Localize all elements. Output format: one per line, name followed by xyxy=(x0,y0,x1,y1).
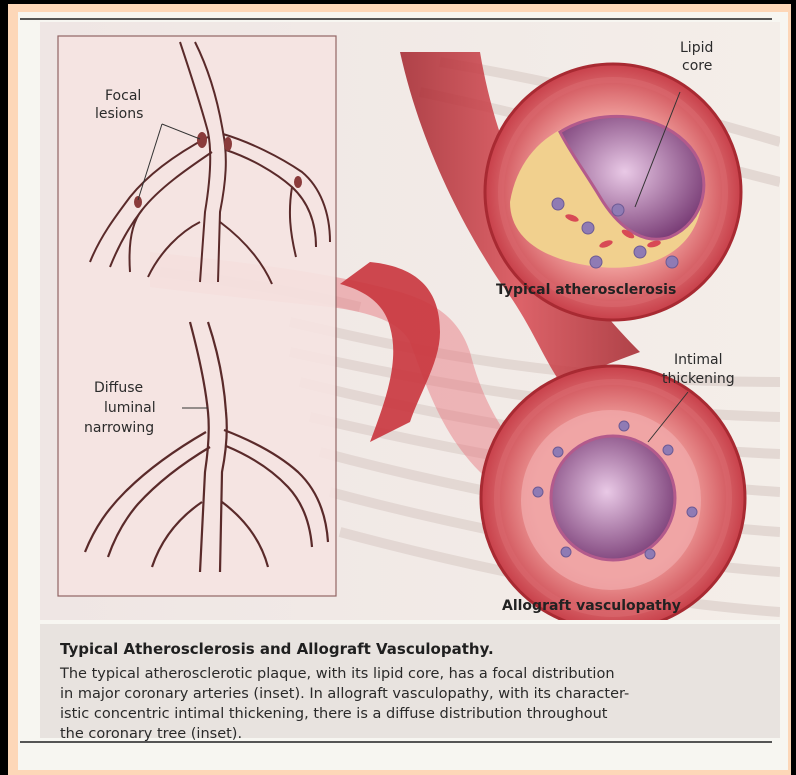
caption-line: in major coronary arteries (inset). In a… xyxy=(60,684,770,704)
lipid-label-line1: Lipid xyxy=(680,40,713,56)
intimal-label-line1: Intimal xyxy=(674,352,723,368)
allograft-title: Allograft vasculopathy xyxy=(502,598,681,614)
caption-line: The typical atherosclerotic plaque, with… xyxy=(60,664,770,684)
figure-caption: Typical Atherosclerosis and Allograft Va… xyxy=(40,624,780,738)
diffuse-label-line2: luminal xyxy=(104,400,156,416)
frame-top xyxy=(0,0,796,4)
bottom-rule xyxy=(20,741,772,743)
diffuse-label-line3: narrowing xyxy=(84,420,154,436)
illustration-panel: Focal lesions Diffuse luminal narrowing xyxy=(40,22,780,620)
caption-line: istic concentric intimal thickening, the… xyxy=(60,704,770,724)
caption-body: The typical atherosclerotic plaque, with… xyxy=(60,664,770,744)
lipid-label-line2: core xyxy=(682,58,712,74)
frame-right xyxy=(791,0,796,775)
frame-left xyxy=(0,0,8,775)
atherosclerosis-title: Typical atherosclerosis xyxy=(496,282,676,298)
intimal-label-line2: thickening xyxy=(662,371,735,387)
focal-label-line1: Focal xyxy=(105,88,141,104)
focal-label-line2: lesions xyxy=(95,106,143,122)
allograft-cross-section xyxy=(481,366,745,620)
top-rule xyxy=(20,18,772,20)
diffuse-label-line1: Diffuse xyxy=(94,380,143,396)
illustration-svg: Focal lesions Diffuse luminal narrowing xyxy=(40,22,780,620)
caption-title: Typical Atherosclerosis and Allograft Va… xyxy=(60,640,494,658)
